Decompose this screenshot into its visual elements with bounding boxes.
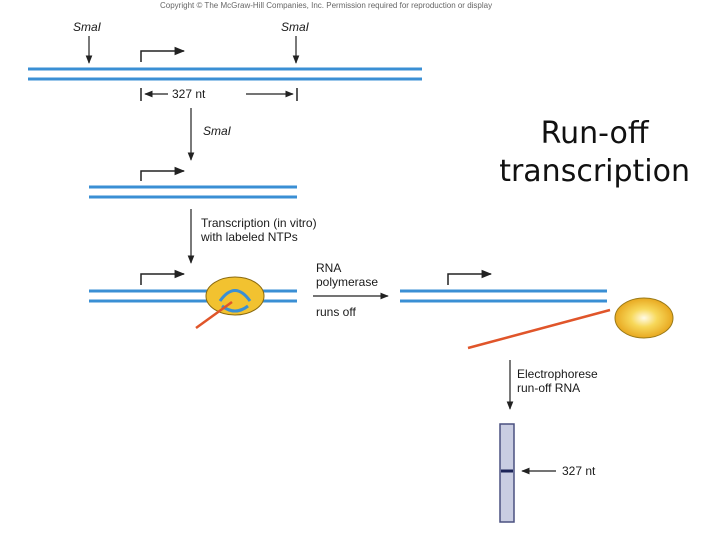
transcription-bubble (218, 289, 252, 302)
smai-right-label: SmaI (281, 20, 310, 34)
transcription-label-1: Transcription (in vitro) (201, 216, 317, 230)
length-label-top: 327 nt (172, 87, 206, 101)
promoter-arrow-2 (140, 166, 186, 181)
length-bracket (140, 88, 298, 101)
copyright-notice: Copyright © The McGraw-Hill Companies, I… (160, 1, 493, 10)
promoter-arrow-1 (140, 46, 186, 62)
slide-title: Run-off transcription (499, 115, 690, 191)
slide-title-line-2: transcription (499, 154, 690, 189)
slide-title-line-1: Run-off (540, 116, 649, 151)
nascent-rna (195, 300, 233, 330)
rna-polymerase-released (614, 297, 674, 339)
polymerase-label-3: runs off (316, 305, 356, 319)
gel-lane (499, 423, 515, 523)
runoff-rna (467, 308, 611, 350)
dna-transcribing (89, 289, 297, 303)
dna-full (28, 67, 422, 81)
promoter-arrow-3 (140, 269, 186, 285)
electrophoresis-label-2: run-off RNA (517, 381, 581, 395)
dna-cut (89, 185, 297, 199)
rna-polymerase-bound (205, 276, 265, 316)
smai-left-label: SmaI (73, 20, 102, 34)
dna-runoff (400, 289, 607, 303)
band-label: 327 nt (562, 464, 596, 478)
polymerase-label-1: RNA (316, 261, 342, 275)
smai-step-label: SmaI (203, 124, 232, 138)
polymerase-label-2: polymerase (316, 275, 379, 289)
electrophoresis-label-1: Electrophorese (517, 367, 598, 381)
transcription-label-2: with labeled NTPs (201, 230, 298, 244)
promoter-arrow-4 (447, 269, 493, 285)
